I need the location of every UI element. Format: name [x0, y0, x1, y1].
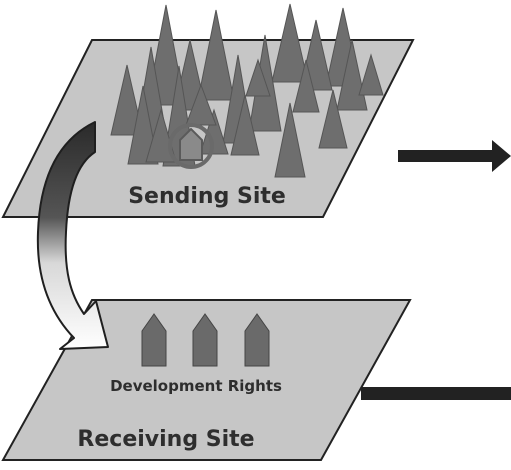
tree-icon: [318, 89, 348, 149]
receiving-site-houses: [141, 313, 270, 367]
tree-icon: [271, 3, 309, 83]
tree-icon: [230, 94, 260, 156]
tree-icon: [245, 58, 271, 97]
tree-icon: [292, 59, 320, 113]
tree-icon: [127, 85, 159, 165]
receiving-site-label: Receiving Site: [77, 427, 254, 452]
house-in-circle-icon: [168, 123, 214, 169]
connector-bar: [361, 387, 511, 400]
house-icon: [141, 313, 167, 367]
tree-icon: [358, 53, 384, 96]
tree-icon: [185, 83, 217, 126]
development-rights-label: Development Rights: [110, 377, 282, 395]
house-icon: [244, 313, 270, 367]
tree-icon: [274, 102, 306, 178]
sending-site-label: Sending Site: [128, 184, 286, 209]
house-icon: [192, 313, 218, 367]
curved-arrow-icon: [36, 121, 109, 350]
tree-icon: [110, 64, 144, 136]
tree-icon: [197, 9, 235, 101]
right-arrow-icon: [398, 140, 511, 172]
sending-site-forest: [110, 3, 384, 178]
